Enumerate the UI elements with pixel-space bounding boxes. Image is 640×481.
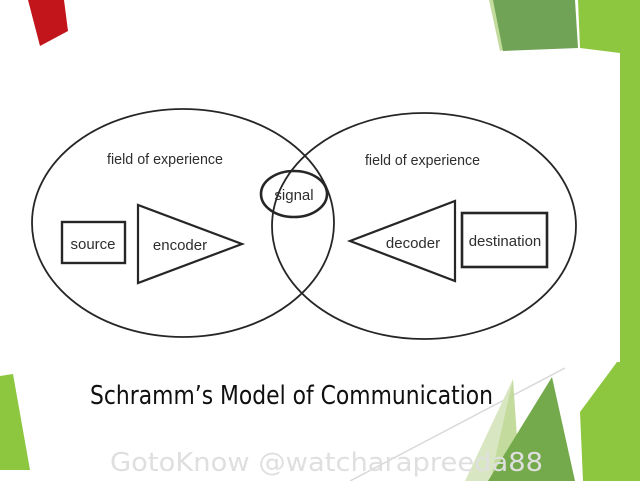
encoder-label: encoder	[153, 237, 207, 254]
decoder-label: decoder	[386, 235, 440, 252]
topright-sage-shape	[493, 0, 578, 51]
slide-title: Schramm’s Model of Communication	[90, 381, 493, 411]
bottomright-medium-triangle	[488, 377, 575, 481]
source-box	[60, 220, 127, 265]
right-field-ellipse	[271, 112, 577, 340]
signal-ellipse	[259, 169, 329, 219]
bottomleft-wedge	[0, 374, 30, 470]
destination-label: destination	[469, 233, 542, 250]
bottomright-pale-wedge	[465, 379, 513, 481]
decoder-triangle	[346, 199, 457, 283]
signal-label: signal	[274, 187, 313, 204]
right-field-label: field of experience	[365, 152, 480, 169]
topleft-red-accent	[28, 0, 68, 46]
left-field-ellipse	[31, 108, 335, 338]
diagonal-hairline	[349, 367, 566, 481]
source-label: source	[70, 236, 115, 253]
encoder-triangle	[136, 203, 246, 285]
topright-light-sliver	[489, 0, 504, 51]
bottomright-bright-shape	[580, 362, 640, 481]
topright-bright-shape-and-band	[578, 0, 640, 481]
watermark: GotoKnow @watcharapreeda88	[110, 448, 543, 478]
left-field-label: field of experience	[107, 151, 223, 168]
destination-box	[460, 211, 549, 269]
schramm-diagram	[31, 108, 577, 340]
